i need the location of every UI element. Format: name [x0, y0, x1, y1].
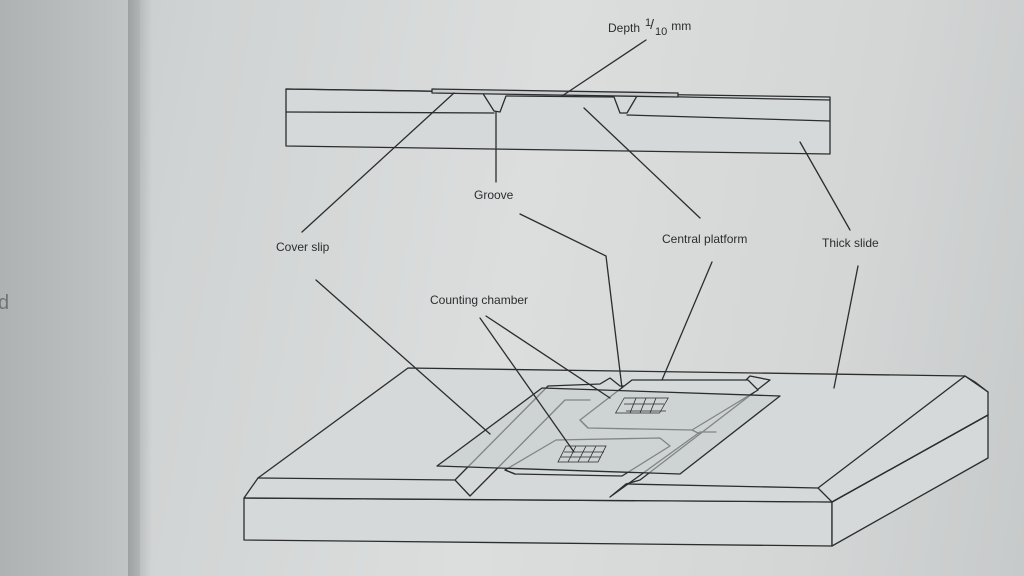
counting-chamber-grid-lower	[557, 445, 607, 463]
cover-slip-plate	[436, 387, 781, 475]
leader-thick-slide-bottom	[833, 265, 859, 389]
page-fold-shadow	[128, 0, 152, 576]
leader-central-platform-bottom	[661, 261, 713, 381]
slide-front-face	[243, 497, 833, 547]
label-thick-slide: Thick slide	[822, 236, 879, 250]
label-groove: Groove	[474, 188, 514, 202]
counting-chamber-grid-upper	[614, 397, 669, 414]
slide-bevel-edge-right	[831, 414, 989, 503]
label-counting-chamber: Counting chamber	[430, 293, 528, 307]
cross-section-cover-slip	[431, 88, 679, 98]
leader-lines	[301, 39, 859, 453]
leader-cover-slip-bottom	[315, 279, 491, 435]
label-cover-slip: Cover slip	[276, 240, 330, 254]
leader-counting-chamber-lower	[479, 317, 575, 453]
cross-section-face-line	[285, 111, 831, 122]
adjacent-page	[0, 0, 140, 576]
slide-bevel-edge	[257, 375, 989, 503]
cross-section-top-profile	[285, 88, 831, 114]
leader-central-platform-top	[583, 107, 701, 219]
leader-cover-slip-top	[301, 92, 455, 233]
leader-counting-chamber-upper	[485, 315, 611, 399]
cross-section-view	[285, 88, 831, 155]
perspective-view	[243, 367, 989, 547]
margin-glyph: d	[0, 292, 10, 314]
leader-groove-bottom	[519, 213, 623, 389]
label-central-platform: Central platform	[662, 232, 747, 246]
leader-depth	[561, 39, 647, 97]
central-platform-lower-edge	[504, 469, 516, 475]
leader-thick-slide-top	[799, 141, 851, 231]
